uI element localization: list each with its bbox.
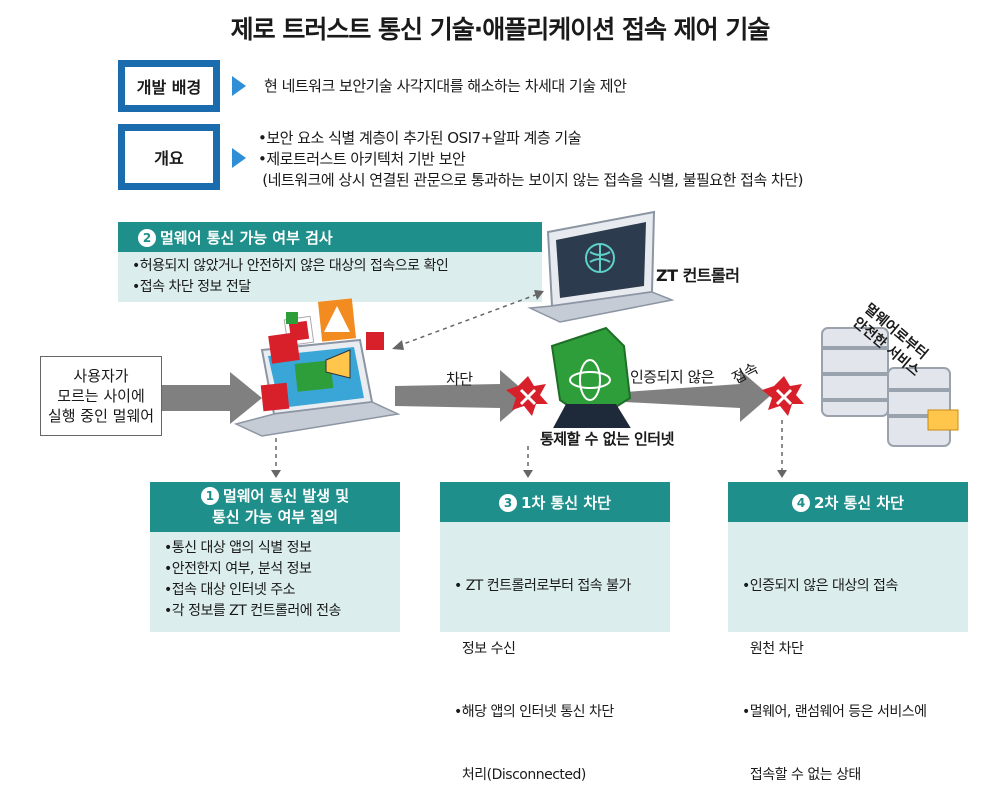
- server-icon: [821, 327, 959, 447]
- step4-body: •인증되지 않은 대상의 접속 원천 차단 •멀웨어, 랜섬웨어 등은 서비스에…: [728, 522, 968, 783]
- brain-icon: [585, 243, 615, 273]
- arrow-right-icon: [232, 148, 246, 168]
- dashed-connector: [392, 290, 544, 350]
- user-text-line: 사용자가: [73, 367, 129, 385]
- user-malware-box: 사용자가 모르는 사이에 실행 중인 멀웨어: [40, 356, 162, 436]
- step1-line: •접속 대상 인터넷 주소: [164, 582, 296, 598]
- step1-title-line: 통신 가능 여부 질의: [211, 508, 339, 526]
- megaphone-icon: [325, 349, 351, 379]
- step1-title-line: 멀웨어 통신 발생 및: [222, 487, 350, 505]
- background-label: 개발 배경: [122, 64, 216, 108]
- shield-icon: [550, 326, 632, 430]
- overview-line: (네트워크에 상시 연결된 관문으로 통과하는 보이지 않는 접속을 식별, 불…: [258, 171, 803, 189]
- step3-line: • ZT 컨트롤러로부터 접속 불가: [454, 578, 631, 594]
- user-text-line: 모르는 사이에: [57, 387, 145, 405]
- overview-line: •제로트러스트 아키텍처 기반 보안: [258, 150, 466, 168]
- unauthenticated-label: 인증되지 않은: [630, 368, 715, 386]
- step1-body: •통신 대상 앱의 식별 정보 •안전한지 여부, 분석 정보 •접속 대상 인…: [150, 532, 400, 632]
- step1-line: •통신 대상 앱의 식별 정보: [164, 540, 312, 556]
- arrow-shield-to-server: [625, 370, 770, 422]
- step3-body: • ZT 컨트롤러로부터 접속 불가 정보 수신 •해당 앱의 인터넷 통신 차…: [440, 522, 670, 783]
- arrow-user-to-laptop: [162, 372, 262, 424]
- block-label: 차단: [446, 370, 473, 388]
- step3-number: 3: [499, 494, 518, 512]
- overview-tag: 개요: [118, 124, 220, 190]
- arrow-laptop-to-block: [395, 370, 530, 422]
- step4-line: 원천 차단: [742, 641, 804, 657]
- step2-title: 멀웨어 통신 가능 여부 검사: [160, 229, 333, 247]
- step4-line: •인증되지 않은 대상의 접속: [742, 578, 898, 594]
- zt-controller-laptop-icon: [527, 210, 675, 323]
- background-text: 현 네트워크 보안기술 사각지대를 해소하는 차세대 기술 제안: [264, 77, 627, 95]
- step3-line: •해당 앱의 인터넷 통신 차단: [454, 704, 614, 720]
- zt-controller-label: ZT 컨트롤러: [656, 266, 740, 285]
- block-x-icon: [762, 376, 804, 416]
- step4-number: 4: [792, 494, 811, 512]
- block-x-icon: [506, 376, 548, 416]
- flow-diagram: [162, 210, 959, 478]
- user-text-line: 실행 중인 멀웨어: [47, 407, 155, 425]
- step3-line: 처리(Disconnected): [454, 767, 586, 783]
- dashed-down-lines: [275, 420, 783, 472]
- step4-title: 2차 통신 차단: [814, 494, 904, 512]
- step2-number: 2: [138, 229, 156, 247]
- internet-label: 통제할 수 없는 인터넷: [540, 428, 674, 449]
- overview-label: 개요: [122, 128, 216, 186]
- step4-line: •멀웨어, 랜섬웨어 등은 서비스에: [742, 704, 927, 720]
- step2-line: •접속 차단 정보 전달: [132, 279, 251, 295]
- step4-line: 접속할 수 없는 상태: [742, 767, 861, 783]
- step1-line: •안전한지 여부, 분석 정보: [164, 561, 312, 577]
- background-tag: 개발 배경: [118, 60, 220, 112]
- step1-number: 1: [200, 487, 219, 505]
- step3-line: 정보 수신: [454, 641, 516, 657]
- warning-icon: [324, 306, 350, 332]
- step2-line: •허용되지 않았거나 안전하지 않은 대상의 접속으로 확인: [132, 258, 449, 274]
- arrow-right-icon: [232, 76, 246, 96]
- step3-title: 1차 통신 차단: [521, 494, 611, 512]
- page-title: 제로 트러스트 통신 기술·애플리케이션 접속 제어 기술: [230, 15, 771, 44]
- overview-line: •보안 요소 식별 계층이 추가된 OSI7+알파 계층 기술: [258, 129, 582, 147]
- step2-body: •허용되지 않았거나 안전하지 않은 대상의 접속으로 확인 •접속 차단 정보…: [118, 252, 542, 302]
- step1-line: •각 정보를 ZT 컨트롤러에 전송: [164, 603, 341, 619]
- overview-text: •보안 요소 식별 계층이 추가된 OSI7+알파 계층 기술 •제로트러스트 …: [258, 128, 804, 191]
- malware-laptop-icon: [233, 298, 401, 437]
